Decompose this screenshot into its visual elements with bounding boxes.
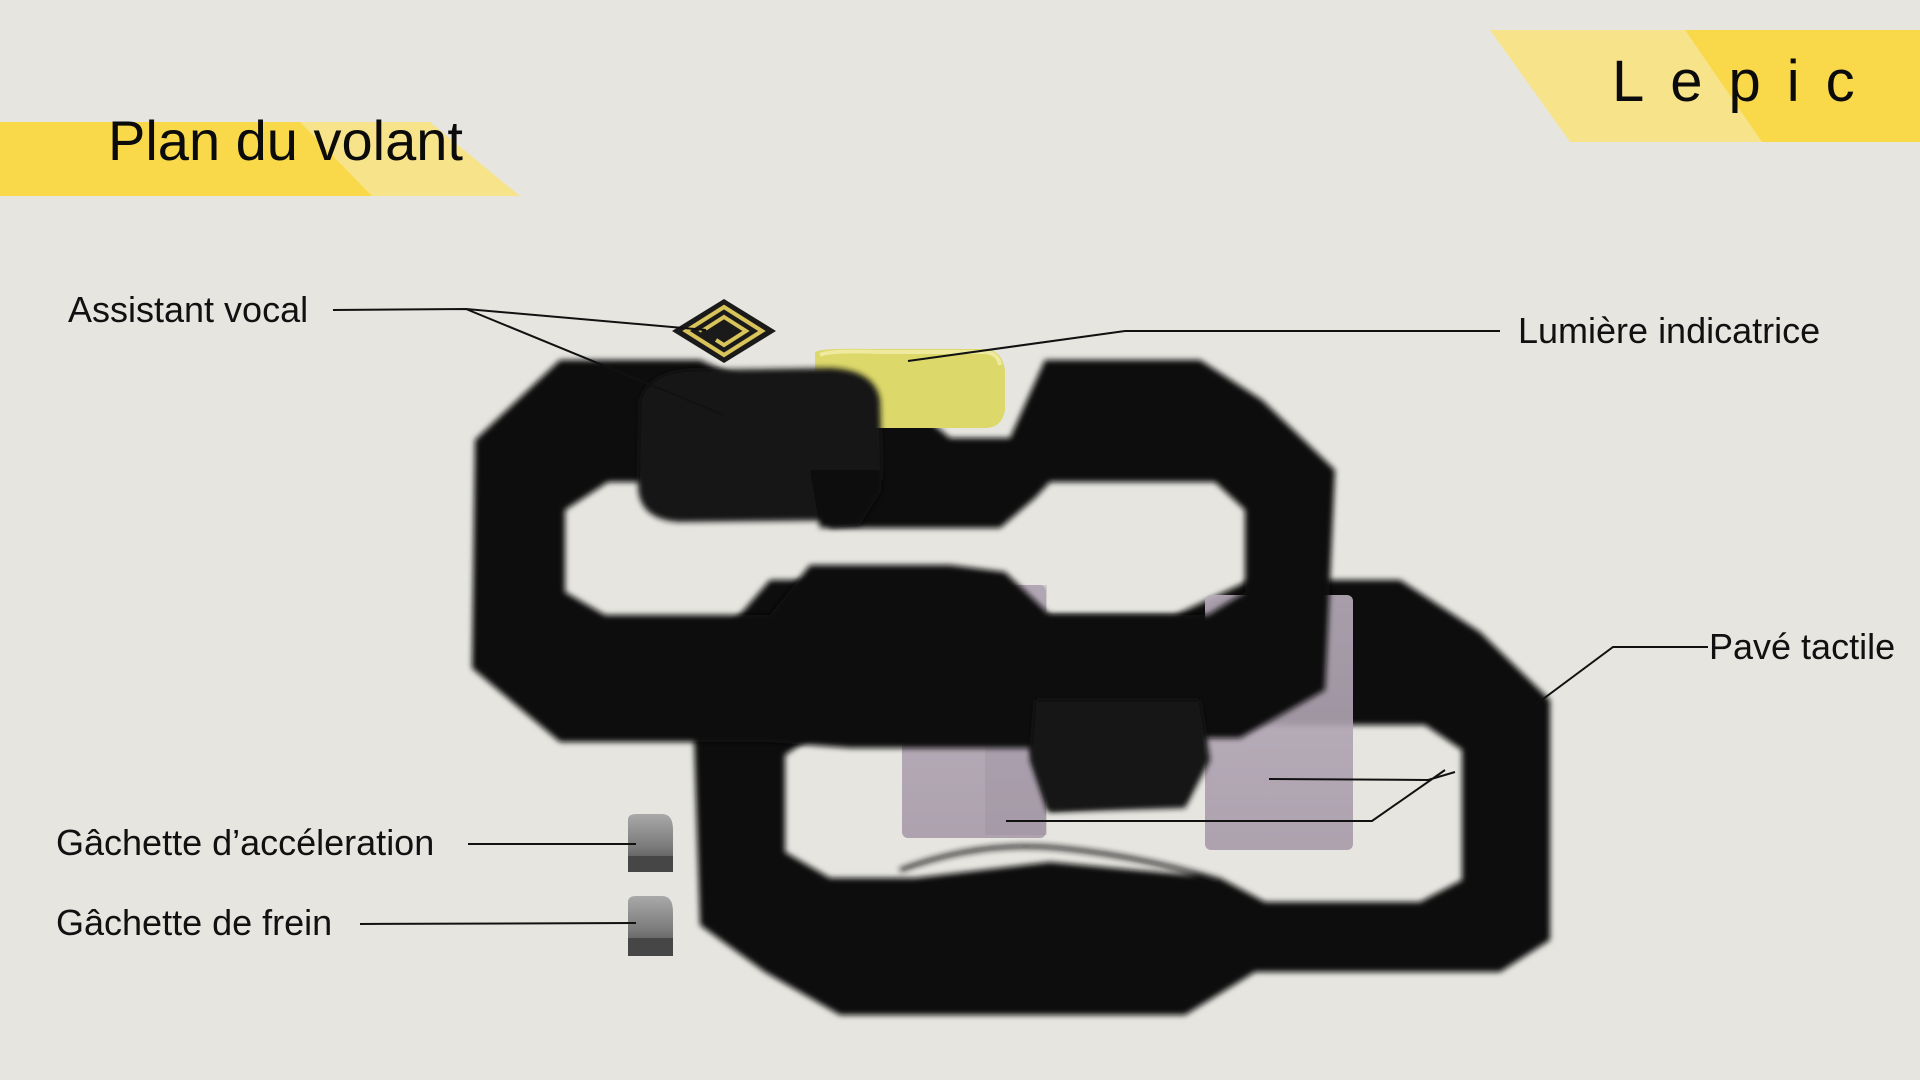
leader-brake: [359, 922, 637, 925]
brake-trigger: [628, 896, 673, 956]
page-title: Plan du volant: [108, 109, 463, 172]
title-banner: [0, 122, 520, 196]
accelerator-trigger: [628, 814, 673, 872]
label-touchpad: Pavé tactile: [1709, 626, 1896, 667]
label-accelerator-trigger: Gâchette d’accéleration: [56, 822, 435, 863]
leader-voice-assistant: [332, 307, 725, 416]
label-voice-assistant: Assistant vocal: [68, 289, 309, 330]
brand-banner: [1490, 30, 1920, 142]
brand-logo: Lepic: [1612, 49, 1881, 114]
diamond-logo-icon: [672, 299, 776, 363]
label-brake-trigger: Gâchette de frein: [56, 902, 333, 943]
leader-lines: [332, 307, 1708, 925]
leader-touchpad: [1006, 646, 1708, 822]
center-hub: [1030, 700, 1210, 812]
label-indicator-light: Lumière indicatrice: [1518, 310, 1821, 351]
leader-indicator-light: [907, 330, 1500, 362]
voice-assistant-module: [638, 368, 882, 528]
